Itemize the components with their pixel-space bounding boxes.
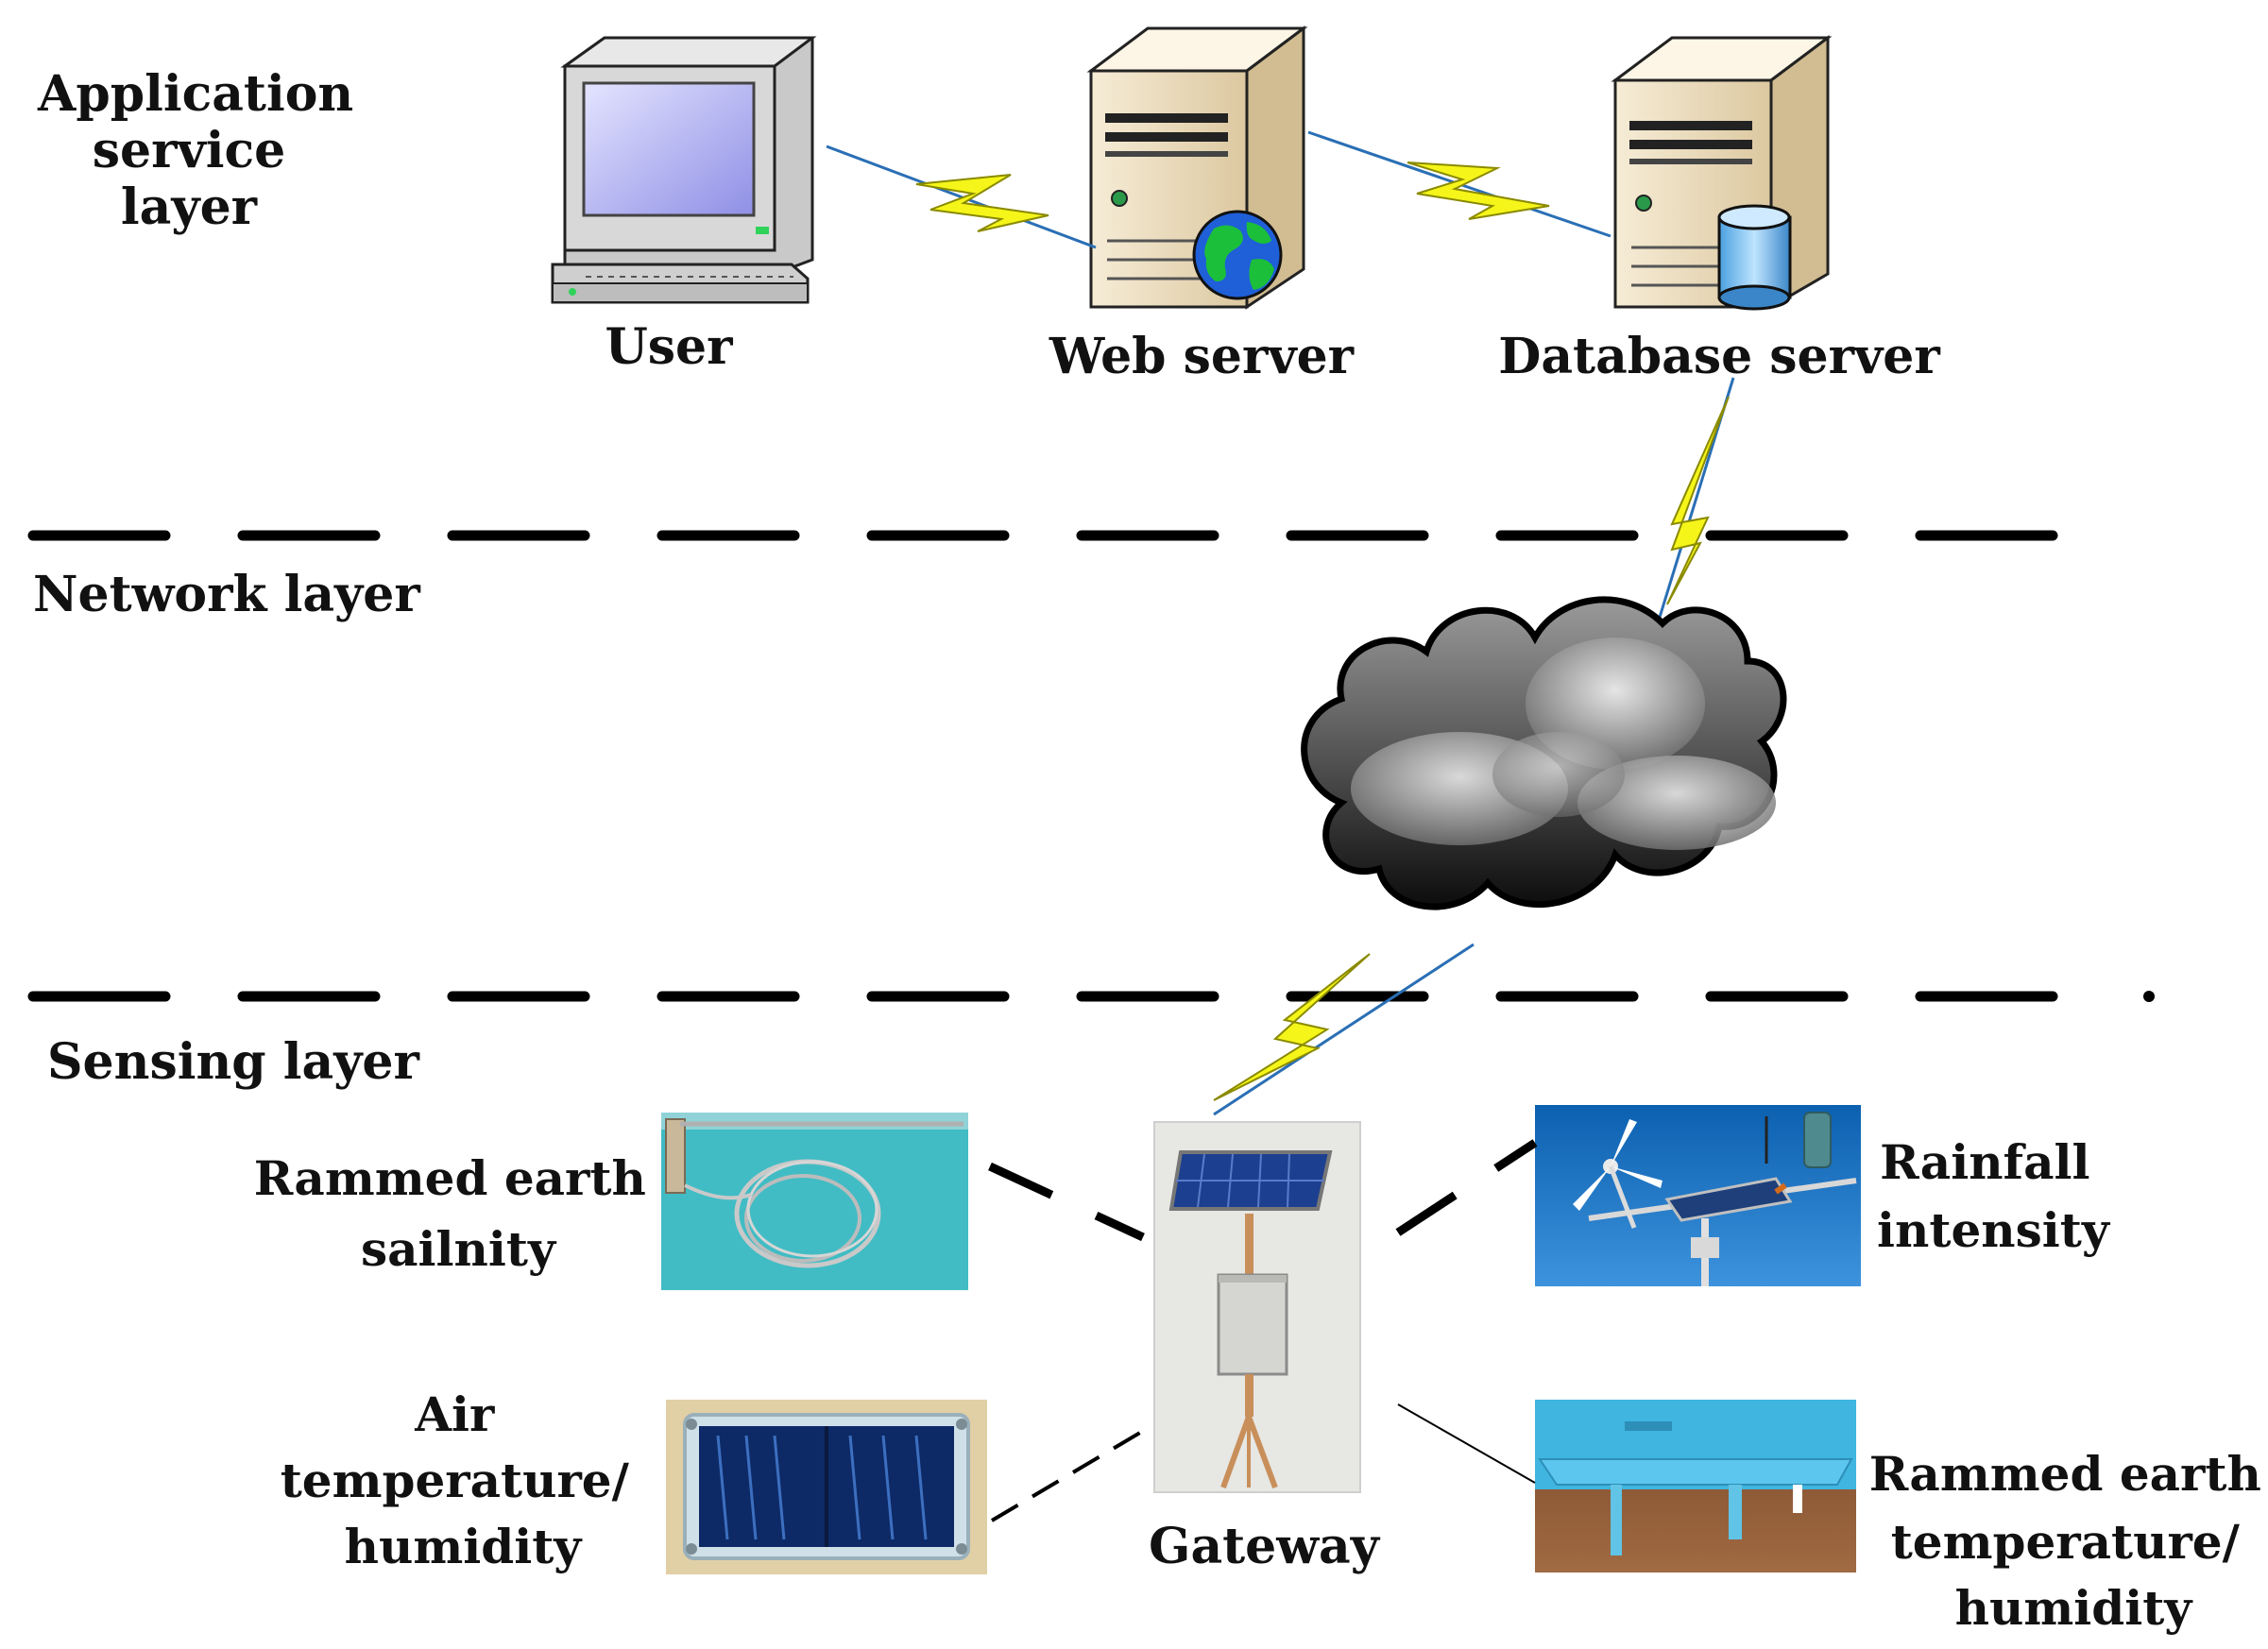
database-cylinder-icon: [1717, 204, 1792, 311]
database-server-label: Database server: [1498, 328, 1940, 385]
cloud-icon: [1301, 596, 1787, 910]
salinity-sensor-label: Rammed earth sailnity: [254, 1150, 663, 1277]
air-sensor-photo: [666, 1400, 987, 1574]
sensing-layer-label: Sensing layer: [47, 1033, 419, 1091]
sensor-connections: [988, 1139, 1538, 1522]
wireless-link-cloud-gateway: [1213, 943, 1475, 1116]
link-rainfall-gateway: [1395, 1139, 1538, 1236]
gateway-photo: [1153, 1121, 1361, 1493]
user-computer-icon: [551, 36, 817, 304]
user-label: User: [605, 318, 733, 376]
application-layer-label: Application service layer: [38, 65, 354, 236]
web-server-label: Web server: [1049, 328, 1355, 385]
gateway-label: Gateway: [1149, 1518, 1381, 1575]
network-layer-label: Network layer: [33, 566, 420, 623]
wireless-link-web-database: [1307, 130, 1611, 238]
rainfall-sensor-photo: [1535, 1105, 1861, 1286]
link-earth-temp-gateway: [1397, 1403, 1536, 1484]
rainfall-sensor-label: Rainfall intensity: [1877, 1134, 2111, 1258]
wireless-link-user-web: [826, 144, 1097, 249]
air-sensor-label: Air temperature/ humidity: [281, 1386, 646, 1574]
layer-separators: [27, 530, 2155, 1002]
link-salinity-gateway: [988, 1162, 1145, 1242]
earth-temp-sensor-photo: [1535, 1400, 1856, 1572]
database-server-icon: [1611, 35, 1833, 310]
salinity-sensor-photo: [661, 1113, 968, 1290]
link-air-gateway: [990, 1422, 1156, 1522]
globe-icon: [1192, 210, 1283, 300]
earth-temp-sensor-label: Rammed earth temperature/ humidity: [1869, 1446, 2268, 1636]
